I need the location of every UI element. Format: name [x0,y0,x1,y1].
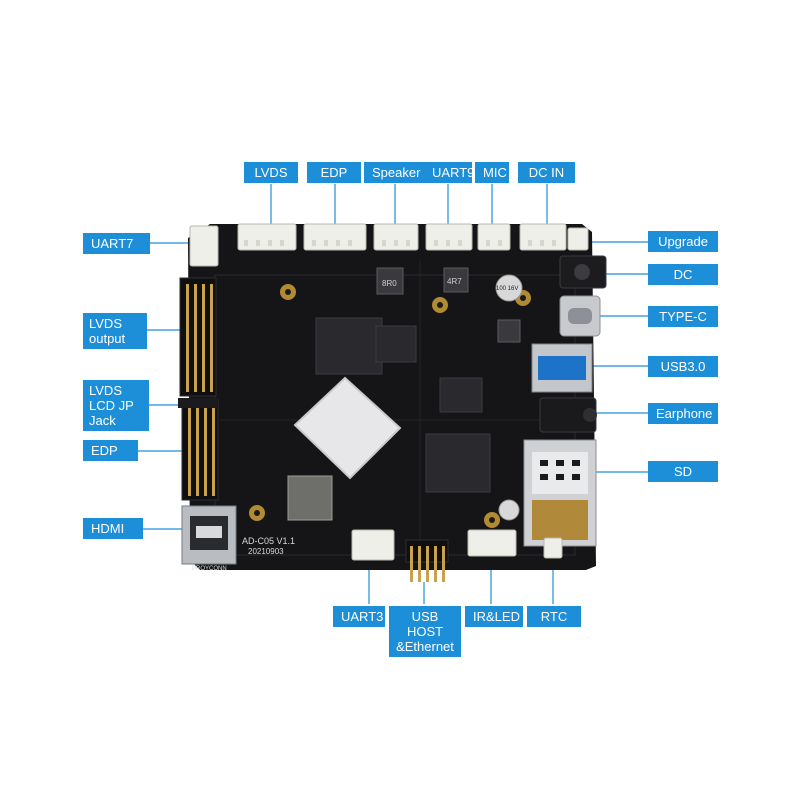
silkscreen: AD-C05 V1.1 20210903 8R0 4R7 100 16V PRO… [192,277,518,572]
label-edp-left: EDP [83,440,138,461]
label-lvds-lcd-jp-jack: LVDS LCD JP Jack [83,380,149,431]
label-edp-top: EDP [307,162,361,183]
capacitor-label: 100 16V [496,286,518,292]
label-type-c: TYPE-C [648,306,718,327]
label-ir-led: IR&LED [465,606,523,627]
label-lvds-output: LVDS output [83,313,147,349]
main-chips [287,317,491,521]
board-date-text: 20210903 [248,547,284,556]
label-uart7: UART7 [83,233,150,254]
mounting-holes [249,284,531,528]
label-mic: MIC [475,162,509,183]
label-rtc: RTC [527,606,581,627]
label-usb-host-ethernet: USB HOST &Ethernet [389,606,461,657]
label-dc-in: DC IN [518,162,575,183]
board-model-text: AD-C05 V1.1 [242,536,295,546]
label-uart3: UART3 [333,606,385,627]
leader-lines [138,184,648,604]
top-connector-pins [244,240,556,246]
hdmi-port [181,505,237,565]
label-usb30: USB3.0 [648,356,718,377]
label-dc: DC [648,264,718,285]
right-ports [531,255,607,433]
bottom-connectors [351,529,563,582]
sd-slot [523,439,597,547]
label-speaker: Speaker [364,162,424,183]
inductor-label-1: 8R0 [382,279,397,288]
inductor-label-2: 4R7 [447,277,462,286]
brand-text: PROYCONN [192,566,227,572]
passives [376,267,523,521]
left-pin-headers [178,277,219,501]
label-upgrade: Upgrade [648,231,718,252]
label-uart9: UART9 [424,162,474,183]
label-hdmi: HDMI [83,518,143,539]
label-lvds: LVDS [244,162,298,183]
label-sd: SD [648,461,718,482]
label-earphone: Earphone [648,403,718,424]
